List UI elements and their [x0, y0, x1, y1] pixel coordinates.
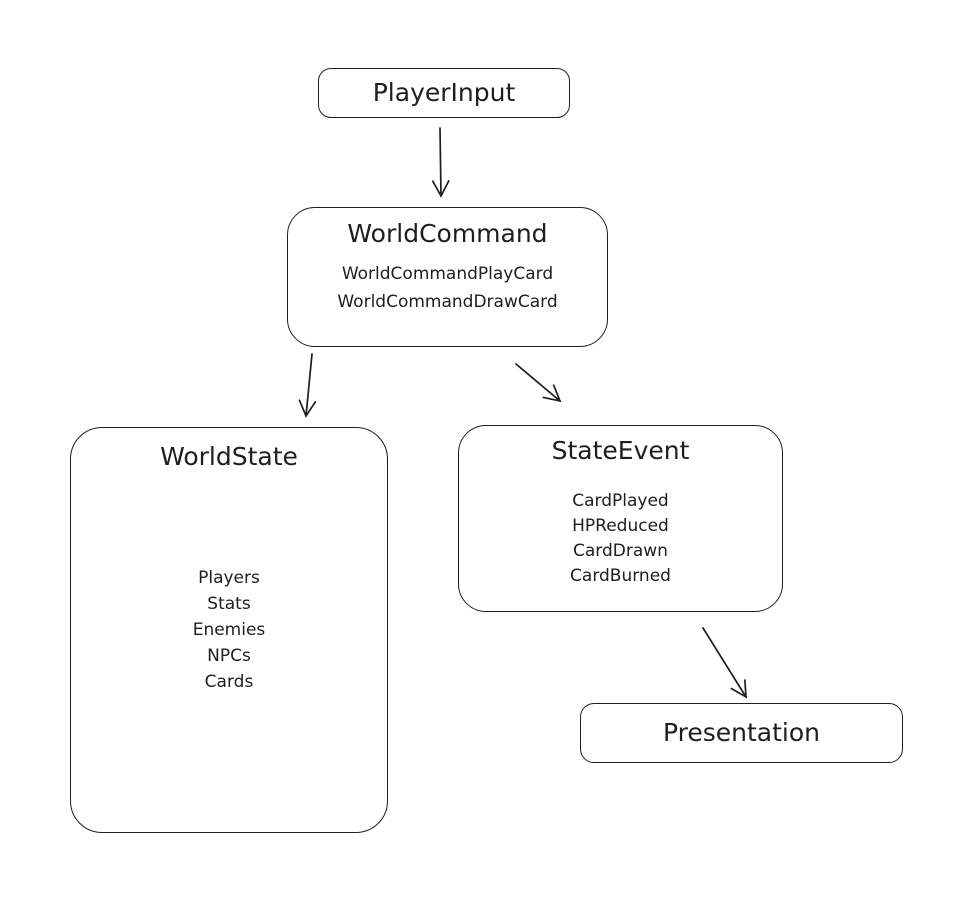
node-playerinput[interactable]: PlayerInput — [318, 68, 570, 118]
node-presentation[interactable]: Presentation — [580, 703, 903, 763]
node-item: Players — [198, 568, 260, 588]
arrow-stateevent-to-presentation[interactable] — [702, 627, 747, 699]
node-item: Cards — [204, 672, 254, 692]
node-stateevent-title: StateEvent — [551, 436, 690, 465]
node-playerinput-title: PlayerInput — [372, 78, 516, 107]
arrow-worldcommand-to-stateevent[interactable] — [515, 363, 562, 403]
arrow-worldcommand-to-worldstate[interactable] — [298, 353, 317, 418]
node-item: Enemies — [192, 620, 266, 640]
node-item: HPReduced — [572, 516, 669, 536]
node-item: Stats — [207, 594, 251, 614]
node-worldcommand-title: WorldCommand — [347, 219, 548, 248]
node-item: WorldCommandPlayCard — [341, 264, 554, 284]
node-item: WorldCommandDrawCard — [337, 292, 558, 312]
node-worldstate-title: WorldState — [160, 442, 298, 471]
node-item: CardPlayed — [572, 491, 669, 511]
node-item: CardBurned — [570, 566, 671, 586]
arrow-playerinput-to-worldcommand[interactable] — [431, 127, 450, 198]
node-presentation-title: Presentation — [662, 718, 820, 747]
node-item: NPCs — [207, 646, 251, 666]
node-item: CardDrawn — [573, 541, 668, 561]
